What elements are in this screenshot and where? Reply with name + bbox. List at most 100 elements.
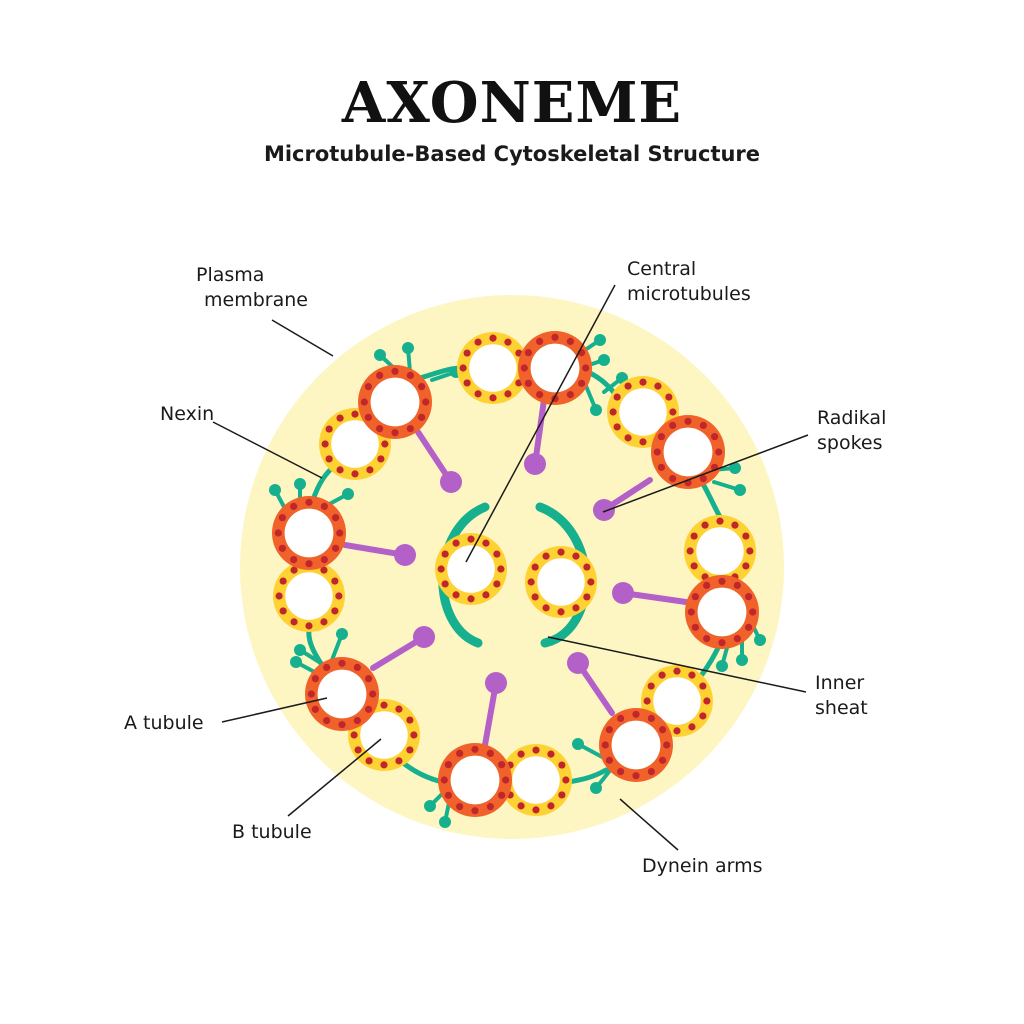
a-tubule-dot: [364, 413, 373, 421]
dynein-arm-head: [439, 816, 451, 828]
a-tubule-lumen: [663, 427, 713, 477]
b-tubule-dot: [335, 592, 343, 600]
a-tubule-lumen: [317, 669, 367, 719]
b-tubule-dot: [673, 727, 681, 735]
a-tubule-lumen: [530, 343, 580, 393]
b-tubule-lumen: [512, 756, 560, 804]
b-tubule-dot: [688, 671, 696, 679]
a-tubule-dot: [422, 398, 430, 406]
a-tubule-dot: [669, 474, 677, 483]
a-tubule-dot: [406, 371, 414, 380]
a-tubule-lumen: [450, 755, 500, 805]
central-tubule-left-dot: [467, 535, 475, 543]
a-tubule-dot: [710, 433, 719, 441]
central-microtubules: [435, 533, 597, 618]
a-tubule-dot: [456, 749, 464, 758]
b-tubule-dot: [395, 705, 403, 713]
a-tubule-dot: [471, 807, 479, 815]
a-tubule-dot: [331, 514, 340, 522]
a-tubule-dot: [687, 608, 695, 616]
leader-b-tubule: [287, 738, 382, 817]
a-tubule-dot: [703, 581, 711, 590]
doublet-5: [599, 665, 713, 782]
a-tubule-dot: [353, 663, 361, 672]
b-tubule-dot: [613, 423, 621, 431]
a-tubule-dot: [338, 721, 346, 729]
a-tubule-dot: [311, 705, 320, 713]
a-tubule-dot: [605, 756, 614, 764]
doublet-8: [272, 496, 346, 632]
b-tubule-dot: [547, 750, 555, 758]
dynein-arm-head: [734, 484, 746, 496]
a-tubule-dot: [718, 577, 726, 585]
a-tubule-dot: [417, 413, 426, 421]
a-tubule-dot: [733, 581, 741, 590]
b-tubule-dot: [654, 382, 662, 390]
label-a-tubule: A tubule: [124, 712, 204, 734]
radial-spoke-head: [612, 582, 634, 604]
central-tubule-left-dot: [497, 565, 505, 573]
a-tubule-dot: [536, 337, 544, 346]
b-tubule-dot: [558, 761, 566, 769]
b-tubule-dot: [305, 622, 313, 630]
a-tubule-dot: [278, 514, 287, 522]
a-tubule-dot: [632, 710, 640, 718]
b-tubule-dot: [395, 757, 403, 765]
b-tubule-dot: [562, 776, 570, 784]
b-tubule-dot: [699, 682, 707, 690]
a-tubule-dot: [524, 379, 533, 387]
a-tubule-dot: [669, 421, 677, 430]
dynein-arm-head: [374, 349, 386, 361]
b-tubule-dot: [321, 440, 329, 448]
a-tubule-dot: [657, 433, 666, 441]
b-tubule-dot: [609, 408, 617, 416]
a-tubule-dot: [417, 383, 426, 391]
b-tubule-lumen: [331, 420, 379, 468]
central-tubule-left-dot: [493, 580, 501, 588]
dynein-arm-head: [269, 484, 281, 496]
a-tubule-dot: [658, 726, 667, 734]
b-tubule-dot: [459, 364, 467, 372]
b-tubule-dot: [410, 731, 418, 739]
label-central-microtubules: Central microtubules: [627, 258, 751, 305]
a-tubule-dot: [305, 498, 313, 506]
a-tubule-lumen: [284, 508, 334, 558]
a-tubule-dot: [566, 390, 574, 399]
b-tubule-dot: [686, 547, 694, 555]
b-tubule-dot: [380, 701, 388, 709]
b-tubule-dot: [532, 746, 540, 754]
central-tubule-right-dot: [531, 563, 539, 571]
a-tubule-dot: [391, 367, 399, 375]
central-tubule-left-dot: [452, 591, 460, 599]
dynein-arm-head: [590, 404, 602, 416]
b-tubule-dot: [377, 455, 385, 463]
central-tubule-left-dot: [467, 595, 475, 603]
leader-a-tubule: [221, 697, 328, 723]
b-tubule-dot: [279, 607, 287, 615]
a-tubule-dot: [336, 529, 344, 537]
central-tubule-right-dot: [583, 593, 591, 601]
b-tubule-dot: [504, 390, 512, 398]
b-tubule-dot: [690, 532, 698, 540]
b-tubule-dot: [463, 349, 471, 357]
central-tubule-left-dot: [482, 591, 490, 599]
b-tubule-dot: [365, 757, 373, 765]
label-inner-sheath: Inner sheat: [815, 672, 870, 719]
a-tubule-dot: [703, 634, 711, 643]
a-tubule-dot: [290, 555, 298, 564]
central-tubule-right-lumen: [537, 558, 585, 606]
a-tubule-dot: [406, 424, 414, 433]
doublet-2: [457, 331, 592, 405]
b-tubule-dot: [532, 806, 540, 814]
a-tubule-dot: [663, 741, 671, 749]
leader-inner-sheath: [547, 636, 807, 693]
a-tubule-lumen: [370, 377, 420, 427]
dynein-arm-head: [294, 644, 306, 656]
a-tubule: [518, 331, 592, 405]
b-tubule-dot: [673, 667, 681, 675]
a-tubule-dot: [749, 608, 757, 616]
b-tubule-dot: [325, 425, 333, 433]
b-tubule-dot: [474, 390, 482, 398]
page-subtitle: Microtubule-Based Cytoskeletal Structure: [263, 142, 761, 166]
page-title: AXONEME: [341, 70, 683, 136]
